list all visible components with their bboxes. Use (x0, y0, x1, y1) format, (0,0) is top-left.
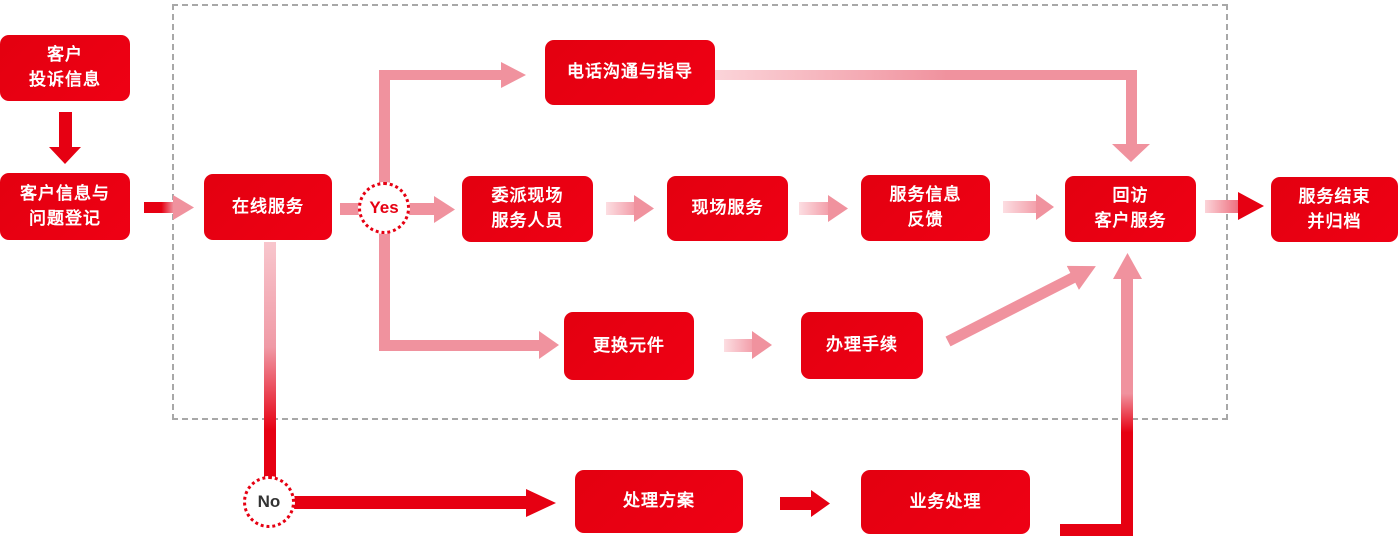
node-label: 业务处理 (909, 491, 982, 511)
node-label: 服务结束 (1298, 186, 1371, 206)
arrow-shaft (724, 339, 752, 352)
node-online-service: 在线服务 (204, 174, 332, 240)
node-dispatch-personnel: 委派现场 服务人员 (462, 176, 593, 242)
node-label: 服务信息 (889, 185, 962, 205)
line-online-to-no (264, 242, 276, 504)
node-label: 处理方案 (623, 491, 695, 511)
node-replace-parts: 更换元件 (564, 312, 694, 380)
node-label: 反馈 (907, 210, 944, 229)
node-label: 委派现场 (491, 186, 564, 206)
arrow-shaft (780, 497, 811, 510)
arrow-shaft (715, 70, 1137, 80)
arrow-head (811, 490, 830, 517)
node-label: 投诉信息 (29, 70, 101, 89)
arrow-shaft (799, 202, 828, 215)
arrow-head (526, 489, 556, 517)
node-label: 问题登记 (29, 208, 101, 228)
arrow-shaft (1205, 200, 1238, 213)
node-business-processing: 业务处理 (861, 470, 1030, 534)
node-phone-guidance: 电话沟通与指导 (545, 40, 715, 105)
node-label: 客户 (47, 45, 83, 65)
node-label: 并归档 (1307, 211, 1362, 231)
arrow-head (49, 147, 81, 164)
node-customer-complaint: 客户 投诉信息 (0, 35, 130, 101)
node-label: 客户服务 (1094, 211, 1167, 230)
arrow-shaft (59, 112, 72, 148)
node-customer-registration: 客户信息与 问题登记 (0, 173, 130, 240)
node-return-visit: 回访 客户服务 (1065, 176, 1196, 242)
arrow-shaft (1060, 524, 1133, 536)
node-label: 电话沟通与指导 (567, 62, 693, 82)
arrow-head (1238, 192, 1264, 220)
arrow-shaft (384, 70, 506, 80)
arrow-shaft (269, 496, 526, 509)
node-label: 办理手续 (826, 335, 898, 355)
node-onsite-service: 现场服务 (667, 176, 788, 241)
decision-label: Yes (369, 198, 399, 217)
node-label: 服务人员 (491, 211, 564, 230)
node-label: 回访 (1112, 186, 1149, 206)
node-label: 更换元件 (593, 335, 665, 355)
node-label: 客户信息与 (20, 183, 110, 203)
arrow-shaft (606, 202, 634, 215)
decision-label: No (257, 492, 281, 511)
arrow-shaft (1121, 277, 1133, 536)
arrow-shaft (144, 202, 173, 213)
node-service-feedback: 服务信息 反馈 (861, 175, 990, 241)
arrow-shaft (384, 340, 539, 351)
arrow-shaft (1003, 201, 1036, 213)
arrow-shaft (1126, 70, 1137, 146)
node-label: 现场服务 (691, 198, 764, 218)
node-procedures: 办理手续 (801, 312, 923, 379)
decision-no: No (243, 476, 295, 528)
node-service-archive: 服务结束 并归档 (1271, 177, 1398, 242)
decision-yes: Yes (358, 182, 410, 234)
node-label: 在线服务 (232, 196, 304, 216)
node-solution: 处理方案 (575, 470, 743, 533)
